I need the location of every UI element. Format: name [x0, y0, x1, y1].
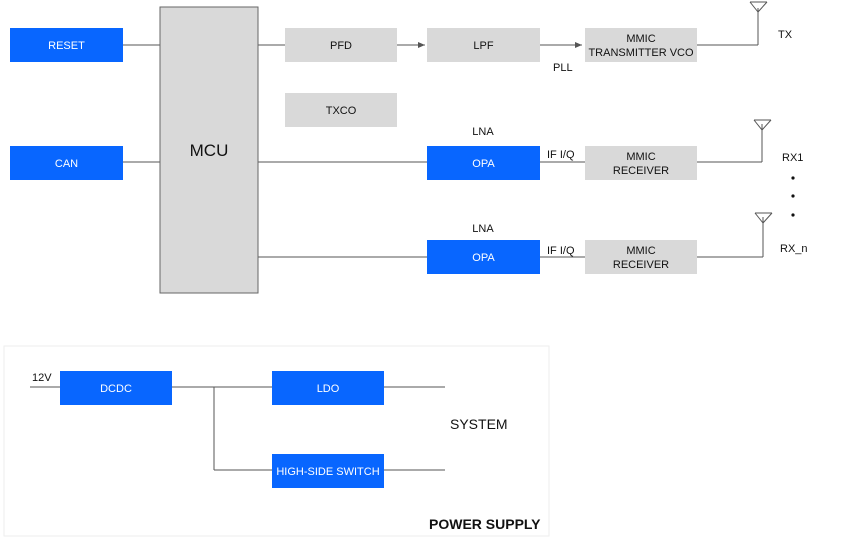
rx1-block: MMIC RECEIVER [585, 146, 697, 180]
hs-switch-block: HIGH-SIDE SWITCH [272, 454, 384, 488]
dcdc-block: DCDC [60, 371, 172, 405]
rx2-label-line2: RECEIVER [613, 259, 669, 271]
pfd-block: PFD [285, 28, 397, 62]
rx2-block: MMIC RECEIVER [585, 240, 697, 274]
power-supply-label: POWER SUPPLY [429, 516, 541, 532]
rx1-antenna-label: RX1 [782, 152, 803, 164]
lna1-label: LNA [472, 126, 494, 138]
connection-lines [30, 8, 764, 471]
ldo-block: LDO [272, 371, 384, 405]
ifiq2-label: IF I/Q [547, 245, 575, 257]
v12-label: 12V [32, 372, 52, 384]
reset-label: RESET [48, 40, 85, 52]
txco-label: TXCO [326, 105, 357, 117]
ellipsis-dots [791, 176, 795, 217]
rxn-antenna-label: RX_n [780, 243, 808, 255]
ifiq1-label: IF I/Q [547, 149, 575, 161]
vco-label-line2: TRANSMITTER VCO [588, 47, 694, 59]
opa2-label: OPA [472, 252, 495, 264]
lna2-label: LNA [472, 223, 494, 235]
mcu-label: MCU [190, 141, 229, 160]
rx1-label-line2: RECEIVER [613, 165, 669, 177]
txco-block: TXCO [285, 93, 397, 127]
rx2-label-line1: MMIC [626, 245, 655, 257]
dcdc-label: DCDC [100, 383, 132, 395]
system-label: SYSTEM [450, 416, 508, 432]
can-label: CAN [55, 158, 78, 170]
rxn-antenna-icon [754, 212, 773, 224]
vco-block: MMIC TRANSMITTER VCO [585, 28, 697, 62]
vco-label-line1: MMIC [626, 33, 655, 45]
lpf-block: LPF [427, 28, 540, 62]
opa1-block: OPA [427, 146, 540, 180]
opa2-block: OPA [427, 240, 540, 274]
tx-label: TX [778, 29, 793, 41]
opa1-label: OPA [472, 158, 495, 170]
pll-label: PLL [553, 62, 573, 74]
pfd-label: PFD [330, 40, 352, 52]
rx1-label-line1: MMIC [626, 151, 655, 163]
mcu-block: MCU [159, 6, 259, 294]
reset-block: RESET [10, 28, 123, 62]
power-supply-frame [3, 345, 550, 537]
tx-antenna-icon [749, 1, 768, 13]
can-block: CAN [10, 146, 123, 180]
ldo-label: LDO [317, 383, 340, 395]
rx1-antenna-icon [753, 119, 772, 131]
lpf-label: LPF [473, 40, 493, 52]
hs-switch-label: HIGH-SIDE SWITCH [276, 466, 379, 478]
